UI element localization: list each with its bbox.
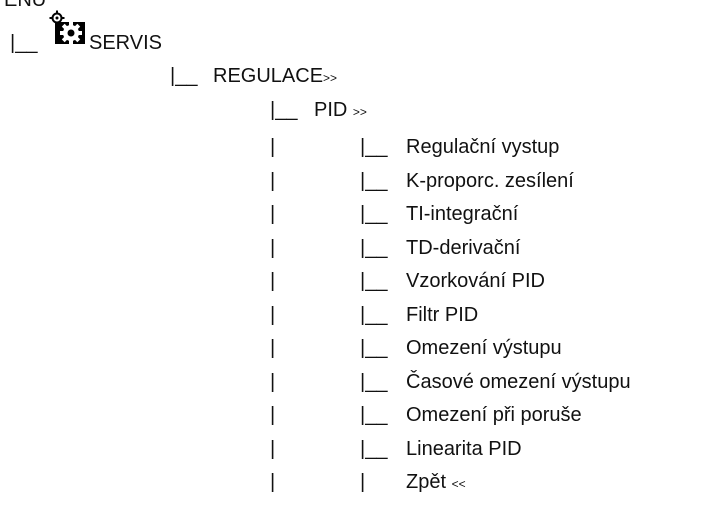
pid-vertical-line: | <box>270 404 276 426</box>
item-connector: |__ <box>360 236 388 259</box>
item-connector: |__ <box>360 169 388 192</box>
menu-item[interactable]: Vzorkování PID <box>406 270 545 292</box>
regulace-expand-marker: >> <box>323 71 338 85</box>
regulace-label[interactable]: REGULACE>> <box>213 64 337 90</box>
pid-vertical-line: | <box>270 270 276 292</box>
item-connector: |__ <box>360 203 388 225</box>
pid-vertical-line: | <box>270 471 276 493</box>
item-connector: |__ <box>360 303 388 326</box>
pid-vertical-line: | <box>270 236 276 259</box>
back-label: Zpět <box>406 471 447 493</box>
pid-vertical-line: | <box>270 169 276 192</box>
menu-item[interactable]: K-proporc. zesílení <box>406 169 574 192</box>
pid-expand-marker: >> <box>352 105 367 119</box>
back-marker: << <box>451 477 466 491</box>
pid-vertical-line: | <box>270 337 276 359</box>
pid-vertical-line: | <box>270 370 276 393</box>
menu-item[interactable]: TD-derivační <box>406 236 521 259</box>
pid-vertical-line: | <box>270 303 276 326</box>
menu-item[interactable]: TI-integrační <box>406 203 519 225</box>
item-connector: |__ <box>360 136 388 158</box>
item-connector: |__ <box>360 337 388 359</box>
pid-text: PID <box>314 99 348 121</box>
menu-item[interactable]: Omezení výstupu <box>406 337 562 359</box>
pid-connector: |__ <box>270 99 298 121</box>
pid-vertical-line: | <box>270 203 276 225</box>
servis-label[interactable]: SERVIS <box>89 32 162 54</box>
pid-vertical-line: | <box>270 437 276 460</box>
regulace-text: REGULACE <box>213 65 324 87</box>
pid-vertical-line: | <box>270 136 276 158</box>
gear-icon <box>49 10 85 44</box>
root-fragment: ENU <box>4 0 47 11</box>
menu-item[interactable]: Omezení při poruše <box>406 404 582 426</box>
item-connector: |__ <box>360 437 388 460</box>
menu-item[interactable]: Linearita PID <box>406 437 522 460</box>
back-vertical-line: | <box>360 471 366 493</box>
servis-connector: |__ <box>10 32 38 54</box>
item-connector: |__ <box>360 370 388 393</box>
item-connector: |__ <box>360 404 388 426</box>
item-connector: |__ <box>360 270 388 292</box>
back-item[interactable]: Zpět << <box>406 470 466 496</box>
menu-item[interactable]: Filtr PID <box>406 303 479 326</box>
menu-item[interactable]: Regulační vystup <box>406 136 560 158</box>
regulace-connector: |__ <box>170 65 198 87</box>
pid-label[interactable]: PID >> <box>314 98 367 124</box>
menu-item[interactable]: Časové omezení výstupu <box>406 370 631 393</box>
